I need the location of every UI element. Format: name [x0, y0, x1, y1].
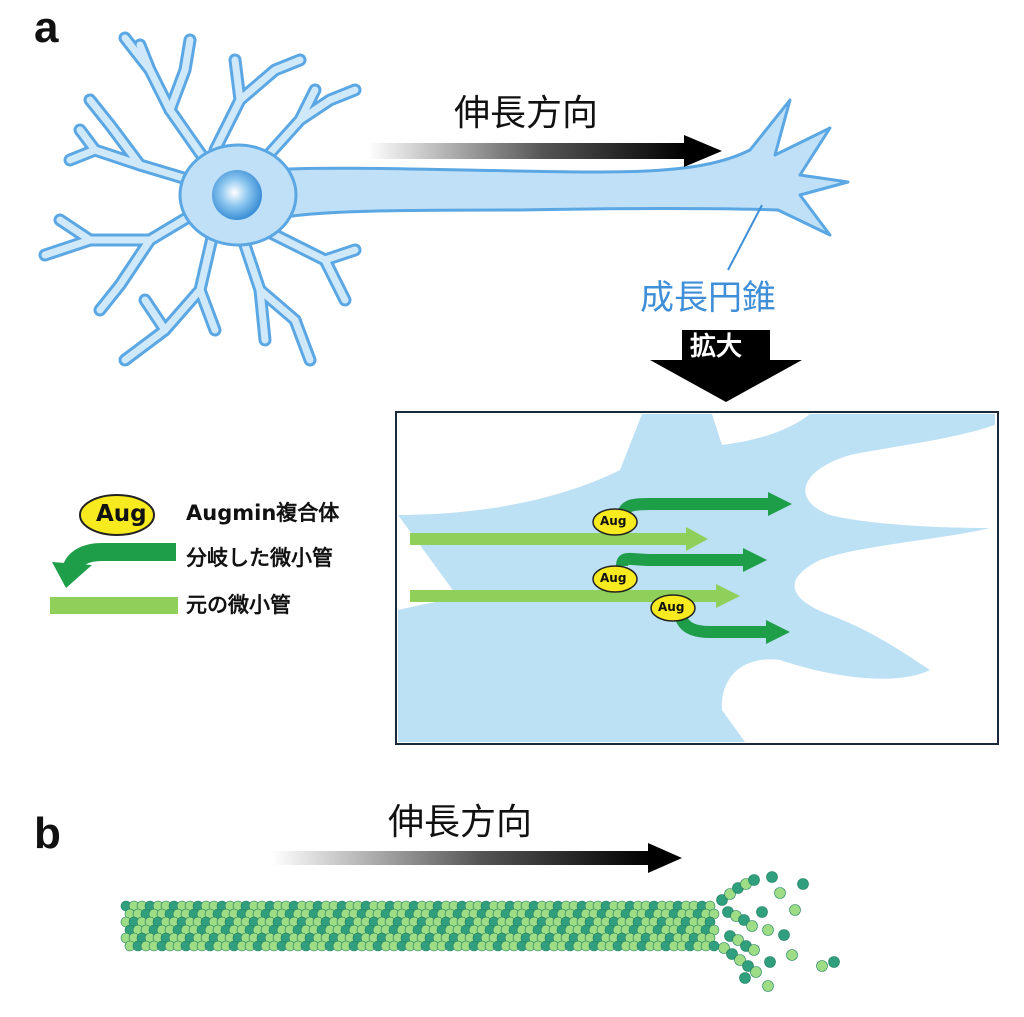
legend-original-microtubule-label: 元の微小管	[186, 593, 291, 617]
growth-cone-inset	[395, 411, 999, 745]
tubulin-dimer	[739, 972, 751, 984]
legend-branched-swatch	[61, 543, 176, 577]
neuron-axon	[268, 98, 850, 237]
growth-cone-label: 成長円錐	[640, 278, 776, 318]
tubulin-dimer	[764, 956, 776, 968]
inset-growth-cone-shape	[398, 414, 995, 742]
tubulin-dimer	[748, 944, 760, 956]
tubulin-dimer	[748, 874, 760, 886]
zoom-label: 拡大	[690, 332, 743, 362]
neuron-nucleus	[212, 170, 262, 220]
inset-aug-badge	[592, 565, 638, 593]
inset-aug-badges	[592, 508, 696, 622]
legend-aug-badge	[79, 494, 155, 536]
legend-augmin-complex-label: Augmin複合体	[186, 501, 340, 525]
tubulin-dimer	[746, 920, 758, 932]
tubulin-dimer	[750, 966, 762, 978]
inset-aug-badge	[650, 594, 696, 622]
direction-arrow-a	[368, 135, 722, 167]
tubulin-dimer	[742, 960, 754, 972]
elongation-direction-label-b: 伸長方向	[388, 802, 533, 843]
neuron	[38, 31, 850, 367]
direction-arrow-b	[272, 843, 682, 873]
tubulin-dimer	[766, 871, 778, 883]
tubulin-dimer	[718, 942, 730, 954]
tubulin-dimer	[734, 954, 746, 966]
tubulin-dimer	[716, 894, 728, 906]
inset-aug-badge	[592, 508, 638, 536]
legend-original-swatch	[50, 597, 178, 614]
elongation-direction-label-a: 伸長方向	[454, 93, 599, 134]
inset-aug-label: Aug	[658, 600, 685, 614]
tubulin-dimer	[732, 934, 744, 946]
tubulin-dimer	[816, 960, 828, 972]
tubulin-dimer	[756, 906, 768, 918]
microtubule-lattice	[120, 900, 720, 952]
panel-label-b: b	[34, 809, 61, 858]
growth-cone-pointer	[727, 204, 763, 271]
tubulin-dimer	[774, 887, 786, 899]
tubulin-dimer	[708, 940, 720, 952]
original-microtubules	[410, 527, 740, 608]
legend	[50, 494, 178, 614]
inset-aug-label: Aug	[600, 514, 627, 528]
tubulin-dimer	[797, 878, 809, 890]
tubulin-dimer	[724, 888, 736, 900]
tubulin-dimer	[738, 914, 750, 926]
tubulin-dimer	[762, 924, 774, 936]
tubulin-dimer	[828, 956, 840, 968]
free-tubulin-dimers	[716, 871, 840, 992]
branch-arrowheads	[743, 492, 792, 644]
legend-branched-microtubule-label: 分岐した微小管	[186, 546, 333, 570]
zoom-arrow	[650, 330, 802, 402]
tubulin-dimer	[726, 948, 738, 960]
neuron-dendrites	[38, 31, 362, 367]
inset-aug-label: Aug	[600, 571, 627, 585]
tubulin-dimer	[762, 980, 774, 992]
tubulin-dimer	[786, 949, 798, 961]
legend-aug-badge-label: Aug	[96, 501, 147, 527]
tubulin-dimer	[789, 904, 801, 916]
tubulin-dimer	[778, 929, 790, 941]
panel-label-a: a	[34, 3, 59, 52]
